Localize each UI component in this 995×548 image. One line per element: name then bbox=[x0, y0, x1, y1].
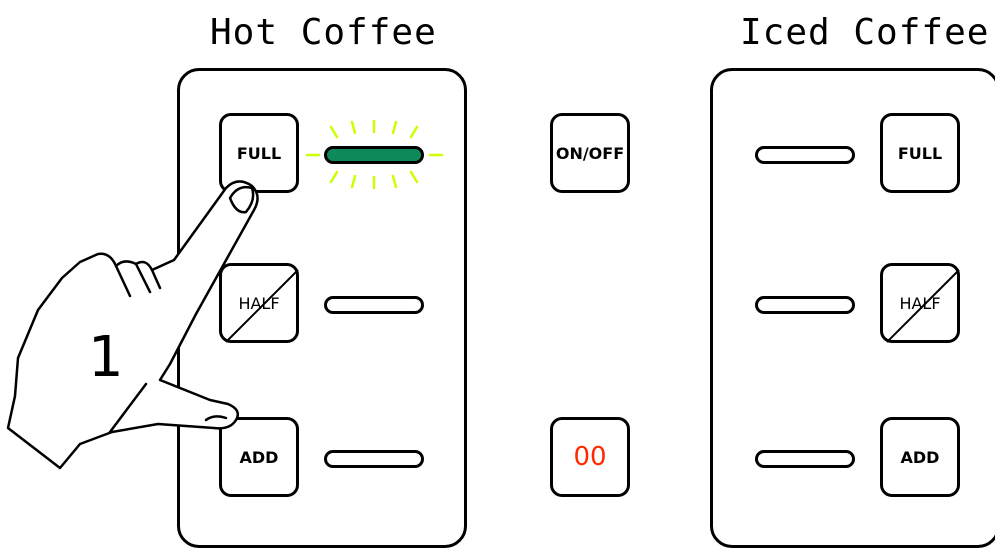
iced-add-indicator bbox=[755, 450, 855, 468]
hot-full-button[interactable]: FULL bbox=[219, 113, 299, 193]
hot-add-button[interactable]: ADD bbox=[219, 417, 299, 497]
hot-half-label: HALF bbox=[238, 293, 280, 313]
hot-half-button[interactable]: HALF bbox=[219, 263, 299, 343]
hot-coffee-title: Hot Coffee bbox=[210, 12, 437, 53]
iced-half-indicator bbox=[755, 296, 855, 314]
iced-coffee-title: Iced Coffee bbox=[740, 12, 990, 53]
counter-value: 00 bbox=[573, 442, 607, 472]
counter-display: 00 bbox=[550, 417, 630, 497]
iced-full-button[interactable]: FULL bbox=[880, 113, 960, 193]
iced-full-indicator bbox=[755, 146, 855, 164]
iced-half-button[interactable]: HALF bbox=[880, 263, 960, 343]
iced-half-label: HALF bbox=[899, 293, 941, 313]
step-number: 1 bbox=[88, 325, 124, 390]
hot-full-indicator bbox=[324, 146, 424, 164]
hot-add-indicator bbox=[324, 450, 424, 468]
iced-full-label: FULL bbox=[897, 143, 943, 163]
hot-full-label: FULL bbox=[236, 143, 282, 163]
hot-add-label: ADD bbox=[239, 447, 279, 467]
hot-half-indicator bbox=[324, 296, 424, 314]
power-button[interactable]: ON/OFF bbox=[550, 113, 630, 193]
iced-add-button[interactable]: ADD bbox=[880, 417, 960, 497]
iced-add-label: ADD bbox=[900, 447, 940, 467]
disabled-slash-icon bbox=[886, 269, 960, 343]
power-label: ON/OFF bbox=[555, 143, 625, 163]
